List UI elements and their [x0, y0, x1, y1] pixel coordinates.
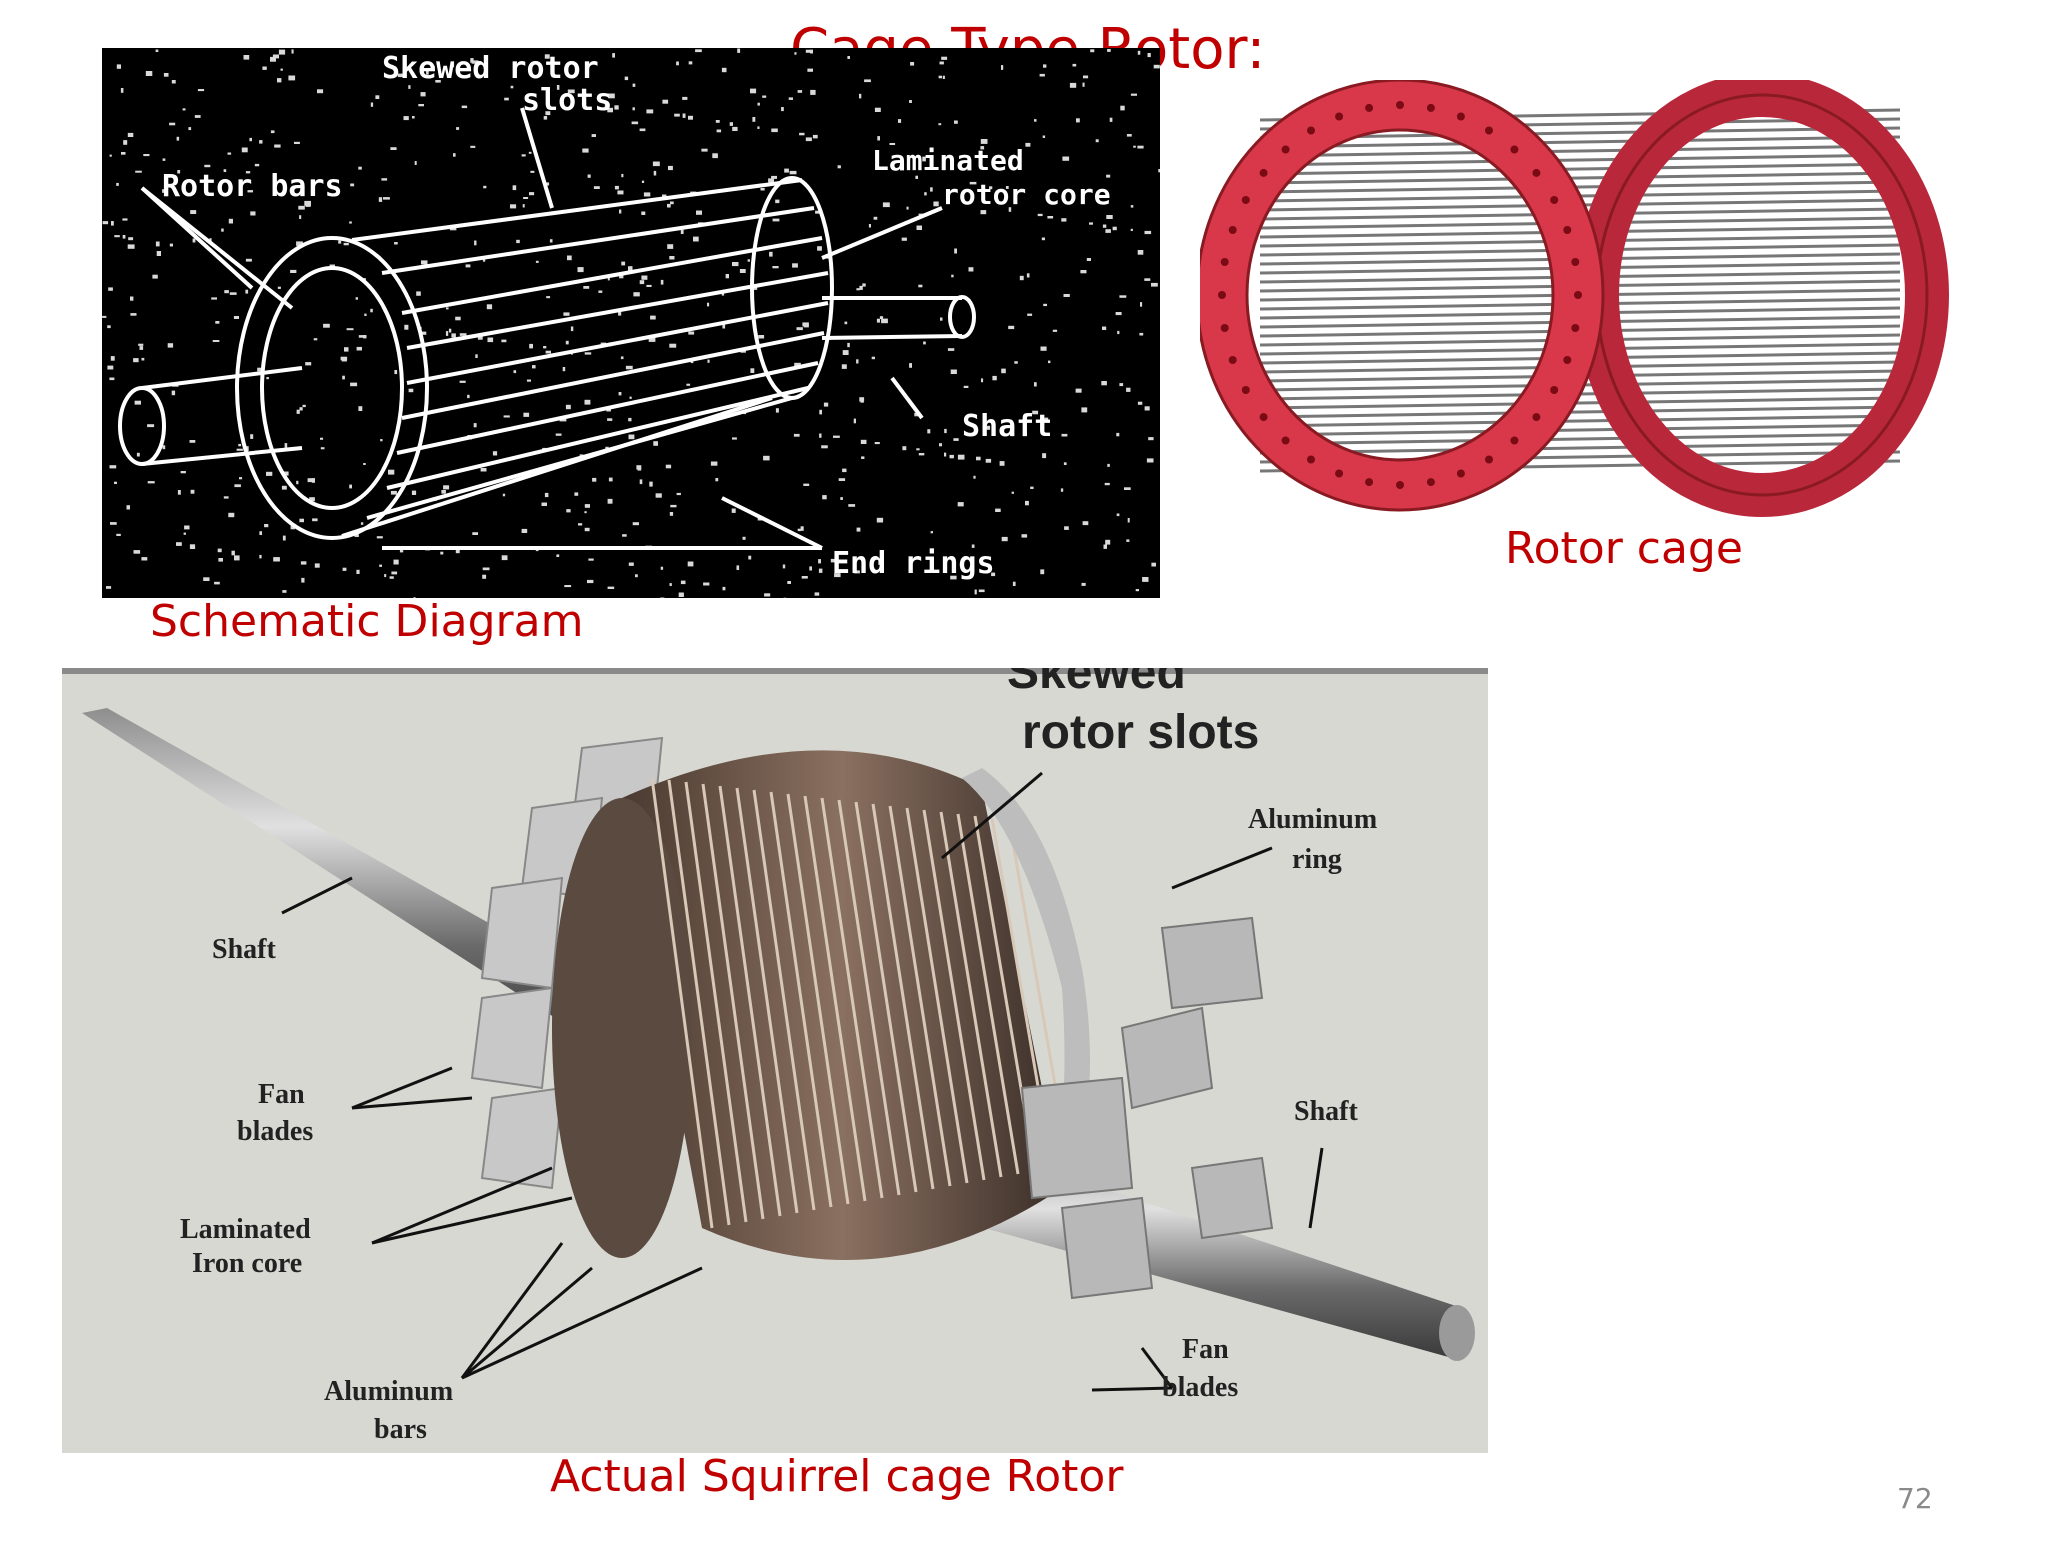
schematic-label-rotor-core: rotor core — [942, 178, 1111, 211]
actual-label-fan-blades-right-1: Fan — [1182, 1334, 1229, 1365]
schematic-label-skewed-rotor: Skewed rotor — [382, 51, 599, 86]
schematic-label-end-rings: End rings — [832, 546, 995, 581]
schematic-label-laminated: Laminated — [872, 144, 1024, 177]
schematic-caption: Schematic Diagram — [150, 596, 584, 647]
actual-label-fan-blades-left-1: Fan — [258, 1079, 305, 1110]
actual-label-fan-blades-right-2: blades — [1162, 1372, 1238, 1403]
page-number: 72 — [1897, 1482, 1933, 1515]
actual-label-aluminum-bars-1: Aluminum — [324, 1376, 453, 1407]
actual-label-laminated-1: Laminated — [180, 1214, 311, 1245]
actual-label-rotor-slots: rotor slots — [1022, 706, 1259, 759]
rotor-cage-caption: Rotor cage — [1505, 523, 1743, 574]
schematic-label-shaft: Shaft — [962, 409, 1052, 444]
schematic-label-slots: slots — [522, 83, 612, 118]
actual-label-aluminum-bars-2: bars — [374, 1414, 427, 1445]
actual-rotor-caption: Actual Squirrel cage Rotor — [550, 1451, 1124, 1502]
actual-label-shaft-right: Shaft — [1294, 1096, 1358, 1127]
rotor-cage-image — [1200, 80, 2000, 520]
actual-label-skewed: Skewed — [1007, 668, 1186, 699]
actual-label-aluminum-ring-1: Aluminum — [1248, 804, 1377, 835]
schematic-diagram-image: Skewed rotor slots Rotor bars Laminated … — [102, 48, 1160, 598]
actual-label-laminated-2: Iron core — [192, 1248, 302, 1279]
actual-label-shaft-left: Shaft — [212, 934, 276, 965]
actual-label-fan-blades-left-2: blades — [237, 1116, 313, 1147]
actual-rotor-photo: Skewed rotor slots Aluminum ring Shaft S… — [62, 668, 1488, 1453]
actual-label-aluminum-ring-2: ring — [1292, 844, 1342, 875]
schematic-label-rotor-bars: Rotor bars — [162, 169, 343, 204]
